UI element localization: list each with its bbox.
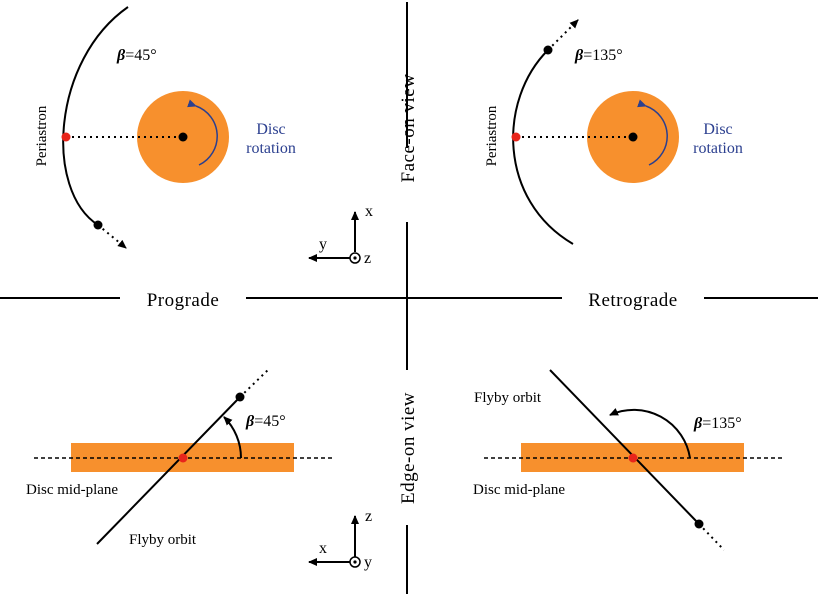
orbit-continuation-dotted xyxy=(239,367,271,398)
face-on-view-label: Face-on view xyxy=(398,74,419,183)
disc-midplane-label: Disc mid-plane xyxy=(26,482,118,498)
disc-rotation-label-line1: Disc xyxy=(256,121,285,138)
axis-z-label: z xyxy=(365,508,372,525)
periastron-label: Periastron xyxy=(34,105,50,166)
prograde-label: Prograde xyxy=(147,290,220,311)
flyby-orbit-label: Flyby orbit xyxy=(129,532,197,548)
star-center-dot xyxy=(178,132,188,142)
axis-z-dot xyxy=(353,256,357,260)
flyby-orbit-label: Flyby orbit xyxy=(474,390,542,406)
beta-symbol: β xyxy=(693,415,703,432)
axis-z-label: z xyxy=(364,250,371,267)
periastron-dot xyxy=(178,453,188,463)
disc-midplane-label: Disc mid-plane xyxy=(473,482,565,498)
edge-on-axes: z x y xyxy=(308,508,372,571)
periastron-dot xyxy=(61,132,71,142)
disc-rotation-arrow xyxy=(187,99,218,166)
axis-y-label: y xyxy=(319,236,327,253)
periastron-dot xyxy=(628,453,638,463)
axis-y-dot xyxy=(353,560,357,564)
orbit-arc xyxy=(62,6,129,226)
beta-angle-arc xyxy=(223,416,242,459)
retrograde-label: Retrograde xyxy=(588,290,677,311)
perturber-dot xyxy=(235,392,245,402)
beta-symbol: β xyxy=(574,47,584,64)
orbit-continuation-dotted xyxy=(97,224,127,249)
orbit-continuation-dotted xyxy=(547,19,579,51)
edge-on-prograde-panel: β=45° Disc mid-plane Flyby orbit xyxy=(26,367,333,548)
flyby-orbit-line xyxy=(96,396,241,545)
perturber-dot xyxy=(93,220,103,230)
star-center-dot xyxy=(628,132,638,142)
axis-y-label: y xyxy=(364,554,372,571)
beta-symbol: β xyxy=(116,47,126,64)
beta-value: =45° xyxy=(125,47,156,64)
edge-on-retrograde-panel: β=135° Disc mid-plane Flyby orbit xyxy=(473,369,783,551)
axis-x-label: x xyxy=(319,540,327,557)
perturber-dot xyxy=(694,519,704,529)
orbit-continuation-dotted xyxy=(698,523,725,551)
disc-rotation-label-line2: rotation xyxy=(246,140,296,157)
periastron-dot xyxy=(511,132,521,142)
periastron-label: Periastron xyxy=(484,105,500,166)
beta-angle-arc xyxy=(609,408,691,459)
axis-x-label: x xyxy=(365,203,373,220)
face-on-axes: x y z xyxy=(308,203,373,267)
perturber-dot xyxy=(543,45,553,55)
face-on-retrograde-panel: Periastron β=135° Disc rotation xyxy=(484,19,743,245)
edge-on-view-label: Edge-on view xyxy=(398,392,419,504)
beta-value: =135° xyxy=(583,47,622,64)
face-on-prograde-panel: Periastron β=45° Disc rotation xyxy=(34,6,296,249)
beta-label: β=45° xyxy=(116,47,157,64)
disc-rotation-arrow xyxy=(637,99,668,166)
beta-symbol: β xyxy=(245,413,255,430)
flyby-orbit-line xyxy=(549,369,700,525)
disc-rotation-label-line1: Disc xyxy=(703,121,732,138)
beta-value: =135° xyxy=(702,415,741,432)
orbit-arc xyxy=(512,49,574,245)
beta-label: β=135° xyxy=(693,415,742,432)
disc-rotation-label-line2: rotation xyxy=(693,140,743,157)
beta-value: =45° xyxy=(254,413,285,430)
beta-label: β=45° xyxy=(245,413,286,430)
beta-label: β=135° xyxy=(574,47,623,64)
